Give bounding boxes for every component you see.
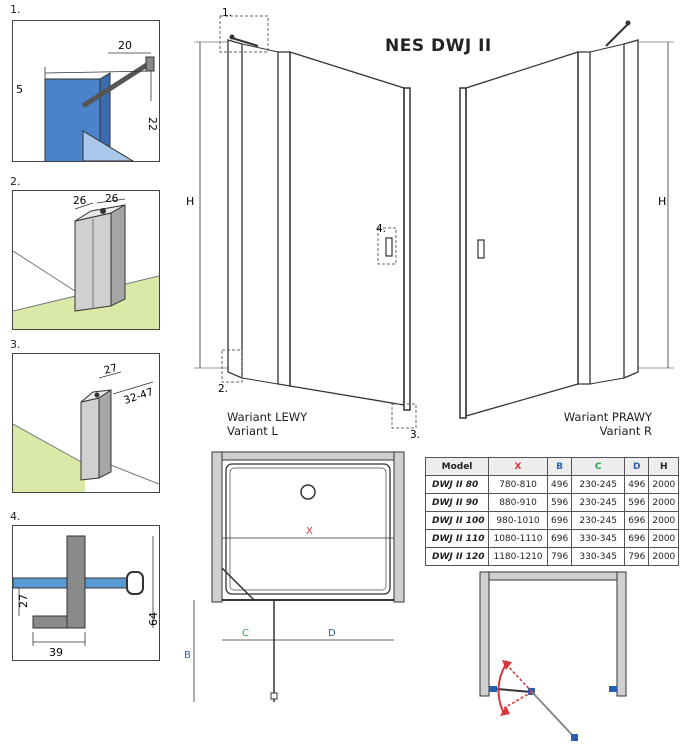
cell-h: 2000 (648, 529, 680, 548)
cell-h: 2000 (648, 493, 680, 512)
variant-right-line1: Wariant PRAWY (563, 410, 652, 424)
cell-h: 2000 (648, 547, 680, 566)
cell-c: 330-345 (571, 547, 626, 566)
right-height-label: H (658, 195, 666, 208)
cell-c: 230-245 (571, 493, 626, 512)
callout-2-label: 2. (218, 383, 228, 395)
detail-1-dim-a: 20 (118, 39, 132, 52)
plan-d-label: D (328, 628, 336, 639)
cell-b: 496 (546, 475, 573, 494)
plan-view: X C D B (184, 451, 405, 702)
col-d: D (624, 457, 650, 476)
detail-1-number: 1. (10, 3, 21, 16)
table-row: DWJ II 110 1080-1110 696 330-345 696 200… (425, 529, 680, 548)
col-model: Model (425, 457, 489, 476)
callout-3-label: 3. (410, 429, 420, 441)
variant-left-line2: Variant L (227, 424, 278, 438)
door-swing-diagram (479, 571, 627, 741)
detail-4-panel: 39 27 64 (12, 525, 160, 661)
spec-table-header-row: Model X B C D H (425, 457, 680, 476)
cell-model: DWJ II 100 (425, 511, 489, 530)
detail-4-dim-a: 27 (17, 594, 30, 608)
cell-d: 596 (624, 493, 650, 512)
col-c: C (571, 457, 626, 476)
variant-right-label: Wariant PRAWY Variant R (558, 410, 652, 438)
col-x: X (488, 457, 548, 476)
cell-d: 796 (624, 547, 650, 566)
cell-b: 796 (546, 547, 573, 566)
door-elevations: H 1. 2. 4. 3. H (186, 7, 674, 441)
detail-1-dim-c: 22 (146, 117, 159, 131)
cell-d: 696 (624, 529, 650, 548)
cell-h: 2000 (648, 511, 680, 530)
detail-2-dim-b: 26 (105, 193, 119, 205)
detail-2-dim-a: 26 (73, 195, 87, 207)
cell-model: DWJ II 90 (425, 493, 489, 512)
detail-4-dim-c: 64 (147, 612, 159, 626)
cell-h: 2000 (648, 475, 680, 494)
cell-c: 230-245 (571, 475, 626, 494)
table-row: DWJ II 100 980-1010 696 230-245 696 2000 (425, 511, 680, 530)
cell-d: 496 (624, 475, 650, 494)
table-row: DWJ II 120 1180-1210 796 330-345 796 200… (425, 547, 680, 566)
cell-model: DWJ II 120 (425, 547, 489, 566)
variant-left-line1: Wariant LEWY (227, 410, 308, 424)
detail-4-number: 4. (10, 510, 21, 523)
left-height-label: H (186, 195, 194, 208)
callout-1-label: 1. (222, 7, 232, 19)
table-row: DWJ II 90 880-910 596 230-245 596 2000 (425, 493, 680, 512)
product-title: NES DWJ II (385, 36, 492, 56)
cell-model: DWJ II 80 (425, 475, 489, 494)
detail-2-drawing: 26 26 (13, 193, 159, 329)
plan-b-label: B (184, 650, 191, 661)
cell-x: 1180-1210 (488, 547, 548, 566)
spec-table: Model X B C D H DWJ II 80 780-810 496 23… (425, 457, 680, 566)
detail-1-panel: 20 5 22 (12, 20, 160, 162)
cell-b: 696 (546, 529, 573, 548)
detail-1-drawing: 20 5 22 (16, 39, 159, 161)
cell-c: 230-245 (571, 511, 626, 530)
cell-c: 330-345 (571, 529, 626, 548)
detail-1-dim-b: 5 (16, 83, 23, 96)
plan-c-label: C (242, 628, 249, 639)
col-h: H (648, 457, 680, 476)
cell-b: 696 (546, 511, 573, 530)
cell-model: DWJ II 110 (425, 529, 489, 548)
variant-left-label: Wariant LEWY Variant L (227, 410, 307, 438)
callout-4-label: 4. (376, 223, 386, 235)
cell-d: 696 (624, 511, 650, 530)
cell-x: 980-1010 (488, 511, 548, 530)
detail-2-panel: 26 26 (12, 190, 160, 330)
detail-3-panel: 27 32-47 (12, 353, 160, 493)
detail-4-dim-b: 39 (49, 646, 63, 659)
cell-b: 596 (546, 493, 573, 512)
col-b: B (546, 457, 573, 476)
plan-x-label: X (306, 526, 313, 537)
cell-x: 880-910 (488, 493, 548, 512)
detail-3-number: 3. (10, 338, 21, 351)
detail-3-dim-a: 27 (103, 362, 119, 377)
detail-4-drawing: 39 27 64 (13, 535, 159, 659)
table-row: DWJ II 80 780-810 496 230-245 496 2000 (425, 475, 680, 494)
detail-3-drawing: 27 32-47 (13, 362, 159, 492)
variant-right-line2: Variant R (599, 424, 652, 438)
detail-2-number: 2. (10, 175, 21, 188)
cell-x: 1080-1110 (488, 529, 548, 548)
cell-x: 780-810 (488, 475, 548, 494)
